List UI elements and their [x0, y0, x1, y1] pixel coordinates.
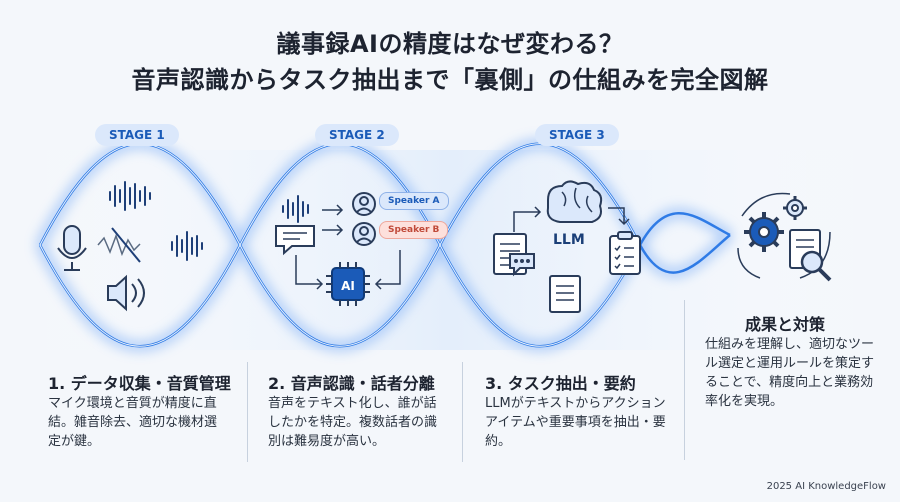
speaker-icon: [107, 274, 145, 312]
section-body: LLMがテキストからアクションアイテムや重要事項を抽出・要約。: [485, 396, 666, 449]
arrow-icon: [513, 206, 630, 232]
stage-2-badge: STAGE 2: [315, 124, 399, 146]
column-divider: [462, 362, 463, 462]
section-body: 音声をテキスト化し、誰が話したかを特定。複数話者の識別は難易度が高い。: [268, 396, 438, 449]
column-divider: [684, 300, 685, 460]
section-body: 仕組みを理解し、適切なツール選定と運用ルールを策定することで、精度向上と業務効率…: [705, 337, 875, 409]
clean-wave-icon: [171, 231, 203, 261]
flow-arrows: [295, 250, 401, 290]
arrow-icon: [322, 204, 344, 236]
microphone-icon: [57, 225, 87, 271]
copyright-footer: 2025 AI KnowledgeFlow: [766, 481, 886, 492]
page-subtitle: 音声認識からタスク抽出まで「裏側」の仕組みを完全図解: [131, 66, 769, 94]
chat-bubble-icon: [509, 253, 535, 277]
column-divider: [247, 362, 248, 462]
section-title: 1. データ収集・音質管理: [48, 374, 231, 393]
document-icon: [789, 229, 821, 269]
clipboard-checklist-icon: [609, 231, 641, 275]
user-icon: [352, 192, 376, 216]
gear-icon: [783, 196, 807, 220]
speaker-b-label: Speaker B: [379, 221, 449, 239]
speaker-a-label: Speaker A: [379, 192, 449, 210]
soundwave-icon: [109, 181, 151, 211]
soundwave-icon: [282, 195, 309, 223]
ai-chip-label: AI: [341, 279, 355, 293]
section-title: 3. タスク抽出・要約: [485, 374, 636, 393]
section-title: 2. 音声認識・話者分離: [268, 374, 435, 393]
section-body: マイク環境と音質が精度に直結。雑音除去、適切な機材選定が鍵。: [48, 396, 218, 449]
ai-chip-icon: [326, 262, 370, 306]
noise-wave-icon: [97, 227, 141, 263]
document-icon: [549, 275, 581, 313]
background-band: [0, 150, 900, 350]
gear-icon: [744, 212, 784, 252]
llm-label: LLM: [553, 232, 585, 248]
section-title: 成果と対策: [745, 315, 826, 334]
page-title: 議事録AIの精度はなぜ変わる？: [276, 30, 624, 58]
magnifier-icon: [800, 250, 832, 282]
stage-1-badge: STAGE 1: [95, 124, 179, 146]
stage-3-badge: STAGE 3: [535, 124, 619, 146]
chat-bubble-icon: [275, 225, 315, 256]
brain-icon: [546, 180, 603, 223]
user-icon: [352, 222, 376, 246]
